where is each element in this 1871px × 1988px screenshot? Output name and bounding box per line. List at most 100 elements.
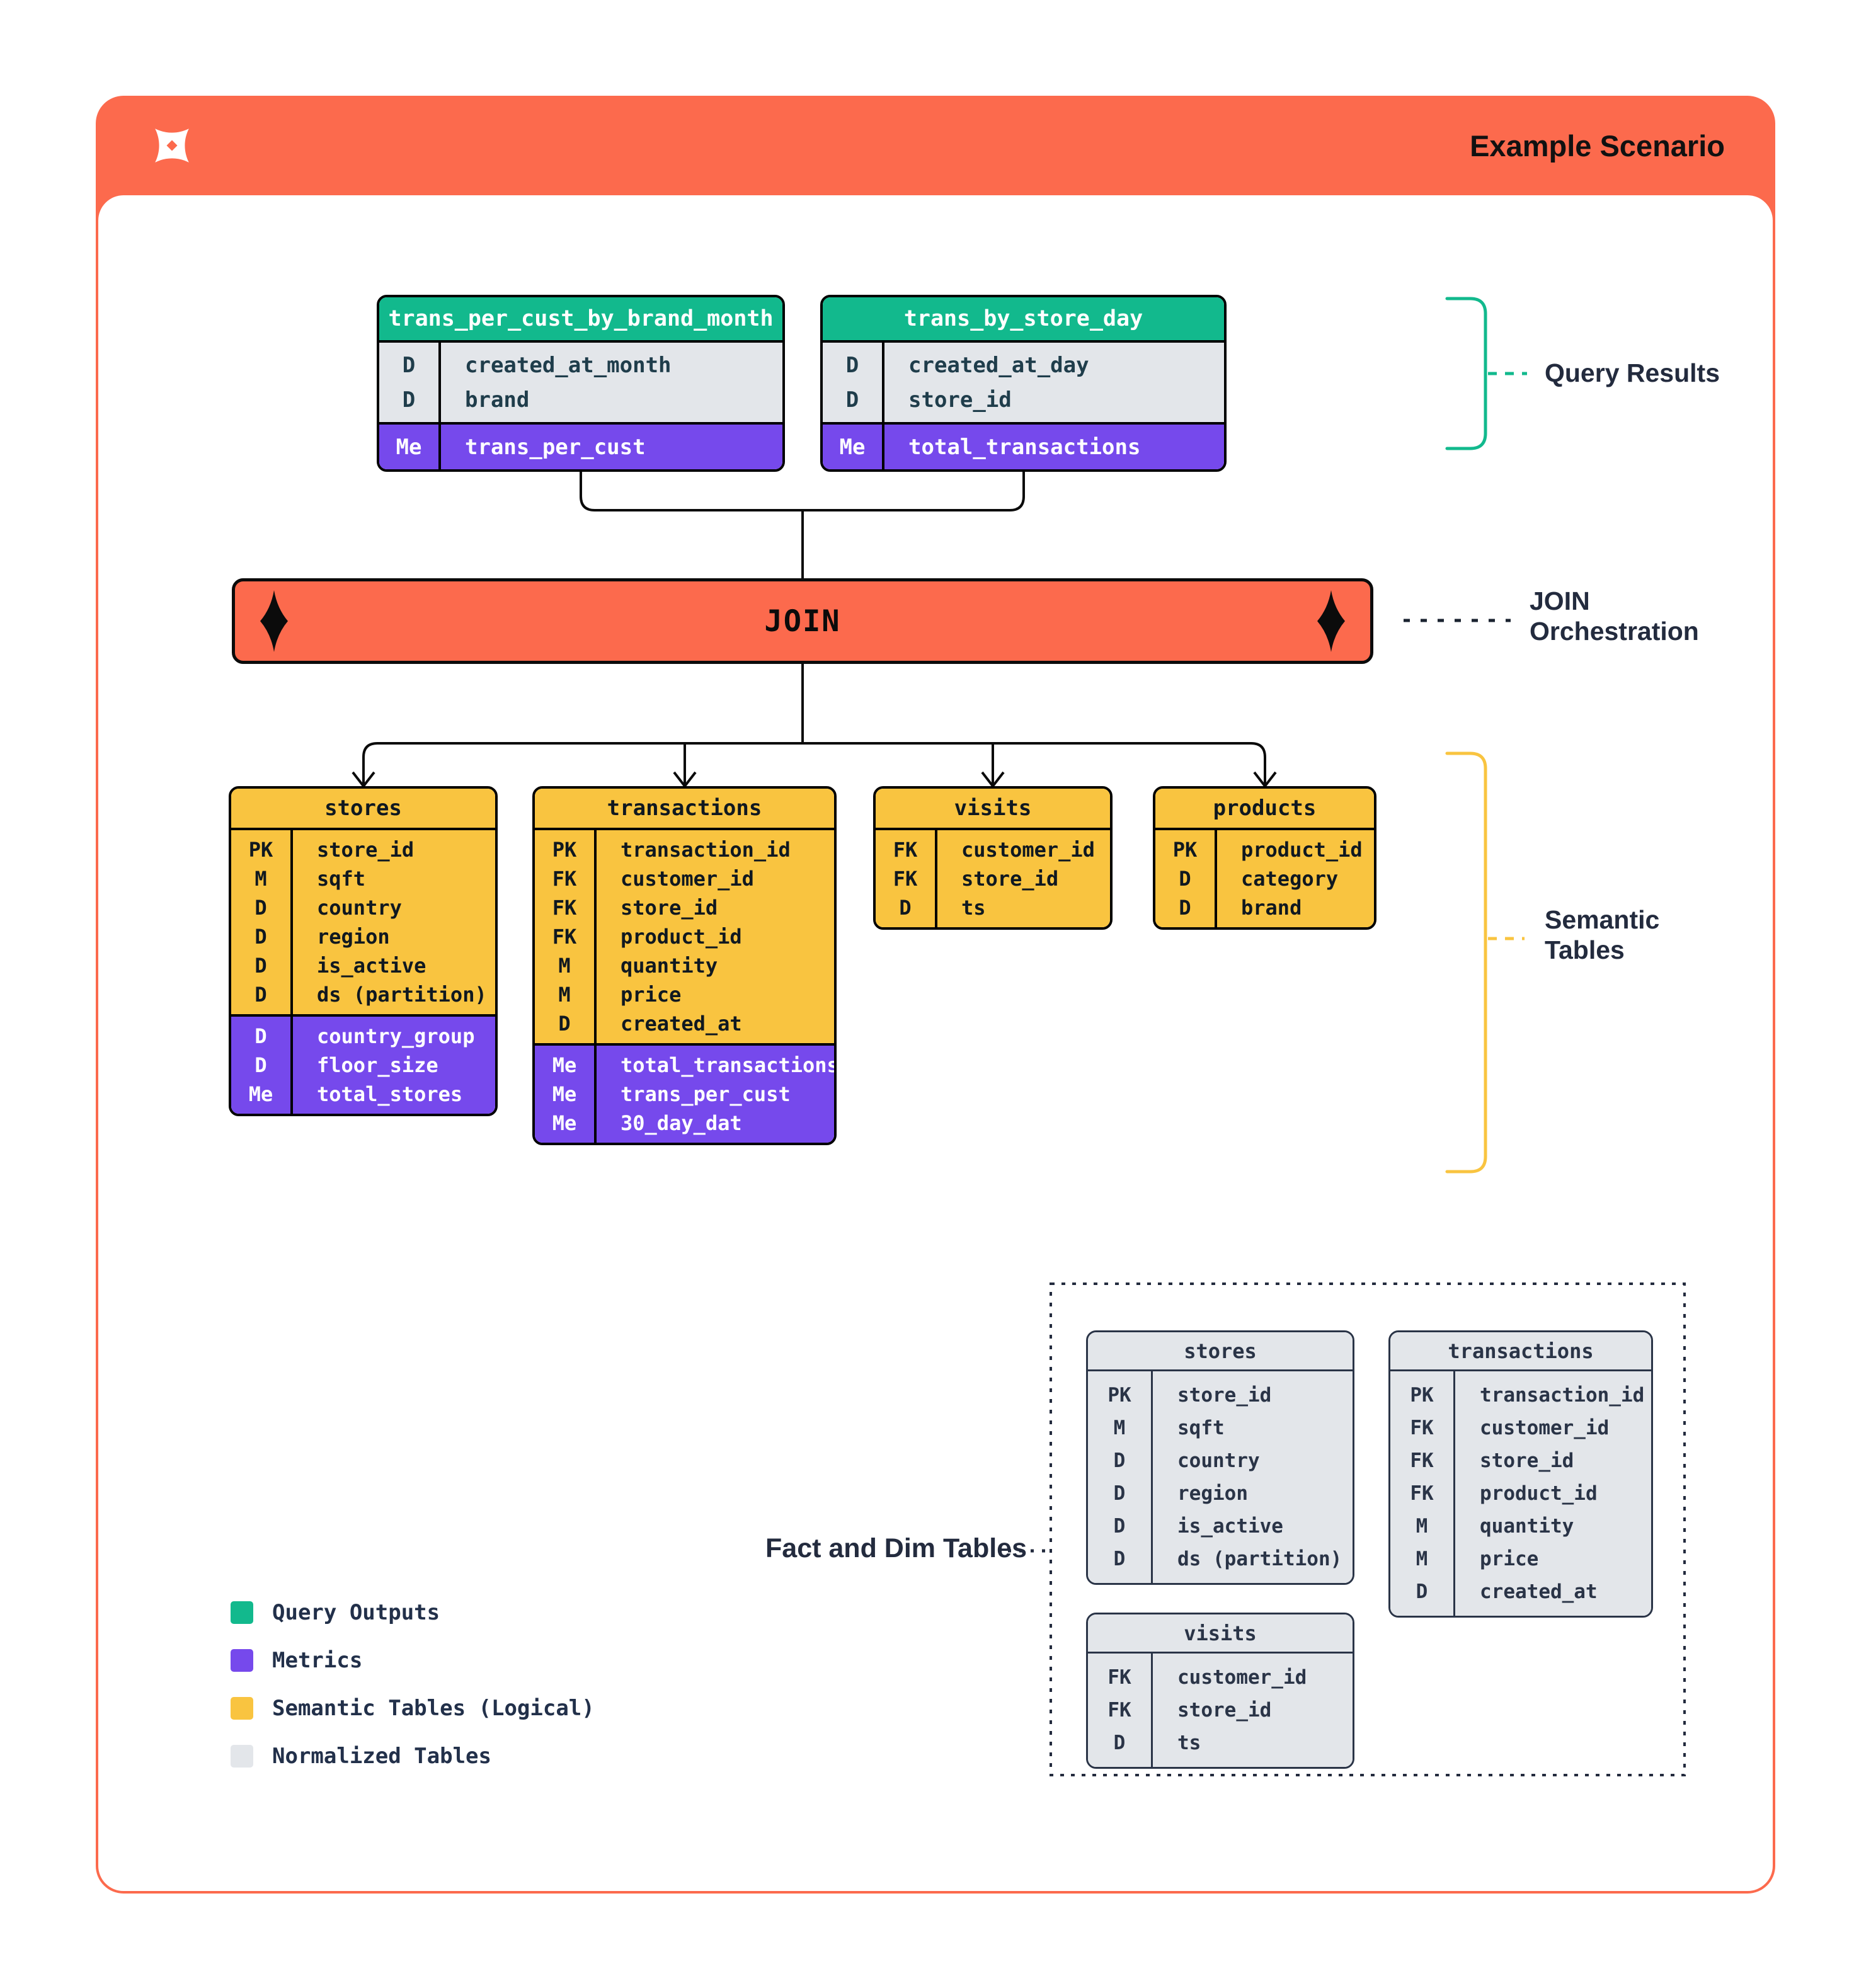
page-title: Example Scenario	[1470, 129, 1725, 163]
column-name: store_id	[961, 867, 1059, 891]
column-name: ts	[961, 896, 986, 920]
column-key: FK	[893, 867, 918, 891]
column-name: customer_id	[961, 838, 1095, 862]
legend-item: Query Outputs	[231, 1589, 595, 1637]
column-key: FK	[552, 925, 577, 949]
diamond-icon	[1317, 590, 1345, 652]
column-name: created_at	[621, 1012, 742, 1036]
card-header: Example Scenario	[96, 96, 1775, 195]
column-name: trans_per_cust	[621, 1082, 791, 1106]
column-name: price	[1480, 1548, 1539, 1570]
column-name: country	[1177, 1449, 1260, 1472]
column-key: D	[402, 387, 416, 413]
column-key: M	[255, 867, 267, 891]
column-key: PK	[1107, 1384, 1131, 1407]
column-name: product_id	[1241, 838, 1363, 862]
column-key: D	[899, 896, 912, 920]
legend-label: Normalized Tables	[272, 1744, 491, 1769]
column-key: M	[1113, 1417, 1126, 1439]
join-orchestration-label-line2: Orchestration	[1530, 617, 1699, 646]
column-key: FK	[1410, 1417, 1434, 1439]
fact-dim-tables-label: Fact and Dim Tables	[765, 1533, 1027, 1563]
column-key: D	[402, 352, 416, 378]
legend-item: Semantic Tables (Logical)	[231, 1684, 595, 1732]
column-name: price	[621, 983, 682, 1007]
join-label: JOIN	[764, 603, 841, 639]
column-name: sqft	[317, 867, 366, 891]
join-to-semantic-connector	[352, 664, 1277, 789]
column-name: created_at_day	[908, 352, 1089, 378]
semantic-tables-label: Semantic Tables	[1545, 905, 1659, 965]
column-name: quantity	[621, 954, 718, 978]
metrics-section: Me trans_per_cust	[379, 422, 782, 469]
column-key: Me	[396, 434, 422, 460]
table-row: FK product_id	[535, 922, 834, 951]
dbt-logo-icon	[155, 129, 189, 163]
column-name: store_id	[317, 838, 415, 862]
column-name: brand	[465, 387, 530, 413]
column-name: sqft	[1177, 1417, 1225, 1439]
fact-dim-box	[1050, 1282, 1686, 1776]
join-orchestration-label-line1: JOIN	[1530, 586, 1590, 615]
column-name: floor_size	[317, 1053, 438, 1077]
column-name: total_transactions	[621, 1053, 837, 1077]
column-key: PK	[1172, 838, 1198, 862]
column-key: D	[255, 954, 267, 978]
column-key: FK	[1410, 1449, 1434, 1472]
table-row: FK customer_id	[876, 835, 1110, 864]
column-key: D	[845, 352, 859, 378]
table-row: Me trans_per_cust	[379, 430, 782, 464]
column-key: Me	[248, 1082, 273, 1106]
column-name: total_stores	[317, 1082, 463, 1106]
table-title: transactions	[535, 789, 834, 830]
column-name: brand	[1241, 896, 1302, 920]
table-title: stores	[231, 789, 495, 830]
column-key: FK	[893, 838, 918, 862]
column-name: product_id	[621, 925, 742, 949]
legend-item: Normalized Tables	[231, 1732, 595, 1780]
legend-label: Metrics	[272, 1648, 363, 1673]
column-name: region	[317, 925, 390, 949]
column-name: transaction_id	[1480, 1384, 1645, 1407]
column-name: customer_id	[621, 867, 754, 891]
column-key: D	[1179, 896, 1191, 920]
column-name: trans_per_cust	[465, 434, 646, 460]
column-key: D	[1416, 1580, 1428, 1603]
table-title: visits	[1088, 1614, 1353, 1654]
semantic-tables-label-line2: Tables	[1545, 935, 1625, 964]
column-key: D	[1113, 1732, 1126, 1754]
table-row: FK store_id	[876, 864, 1110, 893]
query-results-label: Query Results	[1545, 358, 1720, 387]
column-name: category	[1241, 867, 1339, 891]
